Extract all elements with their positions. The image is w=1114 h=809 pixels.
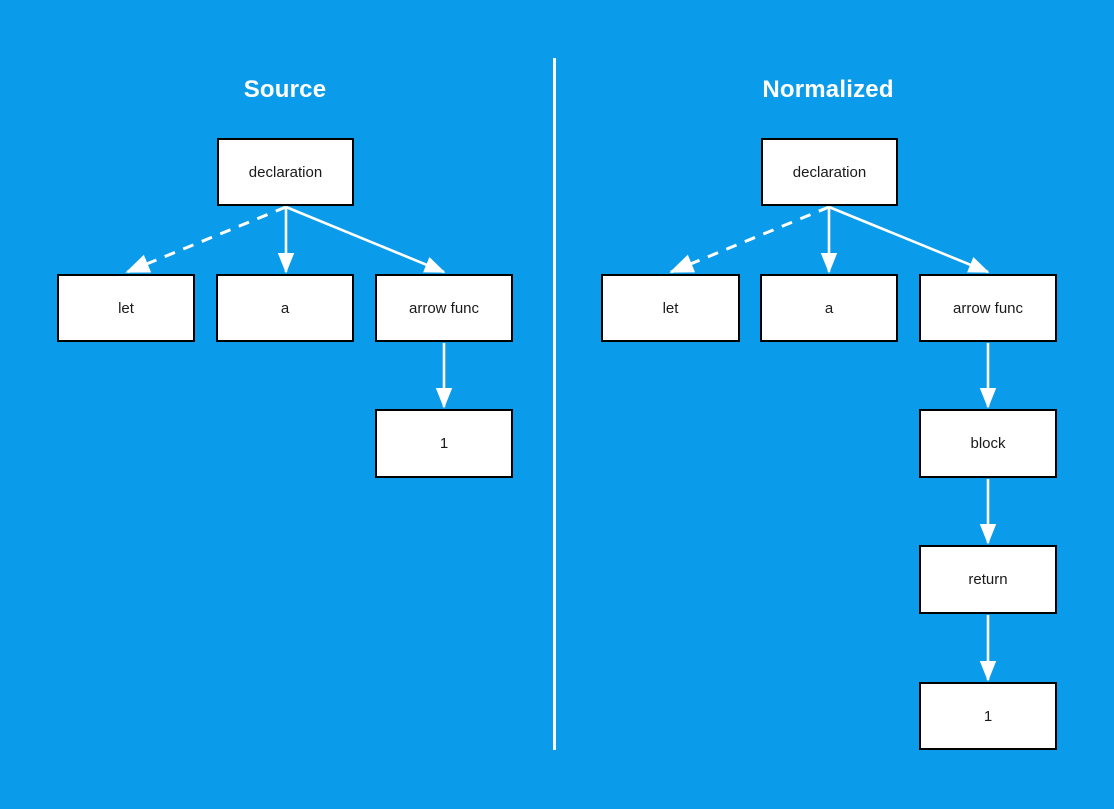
edge-nrm-declaration-to-nrm-let — [669, 205, 830, 274]
node-label: block — [970, 435, 1006, 452]
edge-src-declaration-to-src-arrow-func — [285, 205, 446, 274]
panel-title-normalized: Normalized — [762, 76, 894, 103]
node-label: return — [968, 571, 1008, 588]
node-label: 1 — [439, 435, 449, 452]
node-label: let — [118, 299, 134, 317]
node-nrm-let[interactable]: let — [601, 274, 740, 342]
node-nrm-a[interactable]: a — [760, 274, 898, 342]
node-src-arrow-func[interactable]: arrow func — [375, 274, 513, 342]
node-nrm-one[interactable]: 1 — [919, 682, 1057, 750]
node-label: arrow func — [952, 299, 1024, 317]
edge-src-declaration-to-src-let — [125, 205, 287, 274]
node-nrm-block[interactable]: block — [919, 409, 1057, 478]
panel-divider — [553, 58, 556, 750]
edge-nrm-declaration-to-nrm-arrow-func — [828, 205, 990, 274]
node-label: arrow func — [408, 299, 480, 317]
node-nrm-arrow-func[interactable]: arrow func — [919, 274, 1057, 342]
node-label: 1 — [983, 707, 993, 725]
node-src-one[interactable]: 1 — [375, 409, 513, 478]
node-src-a[interactable]: a — [216, 274, 354, 342]
panel-title-source: Source — [243, 76, 327, 103]
node-label: a — [280, 299, 290, 317]
node-nrm-declaration[interactable]: declaration — [761, 138, 898, 206]
node-nrm-return[interactable]: return — [919, 545, 1057, 614]
node-label: a — [824, 299, 834, 317]
node-label: declaration — [792, 163, 867, 181]
node-label: let — [662, 299, 679, 317]
node-label: declaration — [248, 163, 323, 181]
node-src-let[interactable]: let — [57, 274, 195, 342]
node-src-declaration[interactable]: declaration — [217, 138, 354, 206]
